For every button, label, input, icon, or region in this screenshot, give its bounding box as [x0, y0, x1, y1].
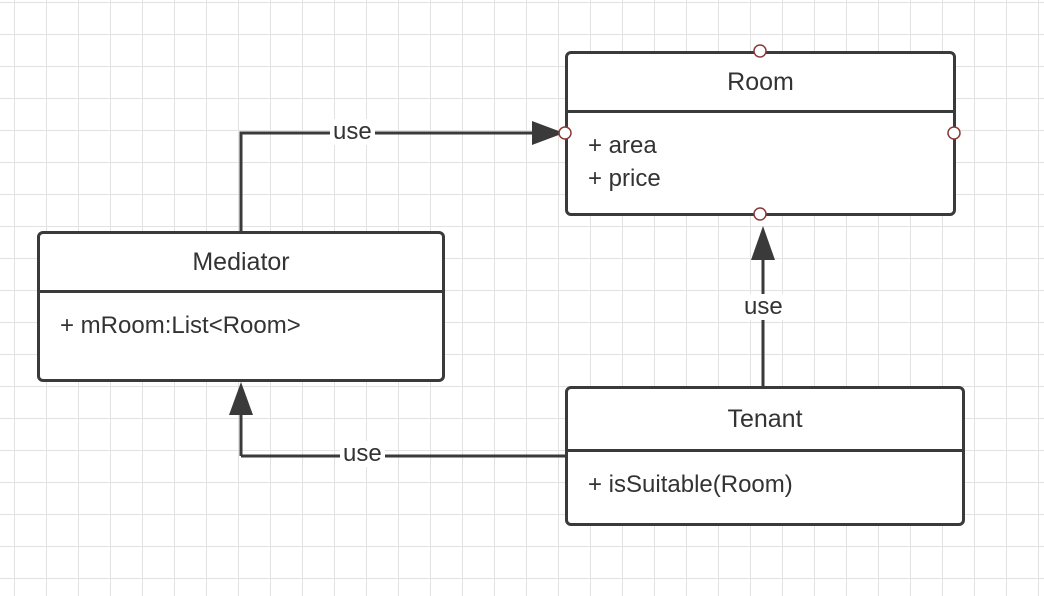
port-room-top[interactable]: [753, 44, 767, 58]
edge-label-mediator-room: use: [330, 119, 375, 145]
attribute-price: + price: [588, 165, 661, 192]
port-room-bottom[interactable]: [753, 207, 767, 221]
port-room-right[interactable]: [947, 126, 961, 140]
class-room-name: Room: [568, 54, 953, 113]
class-tenant[interactable]: Tenant + isSuitable(Room): [565, 386, 965, 526]
edge-label-tenant-mediator: use: [340, 441, 385, 467]
edge-mediator-room: [239, 131, 532, 231]
edge-label-tenant-room: use: [741, 294, 786, 320]
arrowhead-to-room-left: [532, 121, 564, 145]
class-mediator-name: Mediator: [40, 234, 442, 293]
arrowhead-to-mediator: [229, 382, 253, 415]
method-issuitable: + isSuitable(Room): [588, 471, 793, 498]
class-mediator-attributes: + mRoom:List<Room>: [40, 293, 442, 342]
attribute-mroom: + mRoom:List<Room>: [60, 312, 301, 339]
class-room-attributes: + area + price: [568, 113, 953, 195]
attribute-area: + area: [588, 132, 657, 159]
port-room-left[interactable]: [558, 126, 572, 140]
arrowhead-to-room-bottom: [751, 226, 775, 260]
class-tenant-methods: + isSuitable(Room): [568, 452, 962, 501]
class-tenant-name: Tenant: [568, 389, 962, 452]
class-mediator[interactable]: Mediator + mRoom:List<Room>: [37, 231, 445, 382]
